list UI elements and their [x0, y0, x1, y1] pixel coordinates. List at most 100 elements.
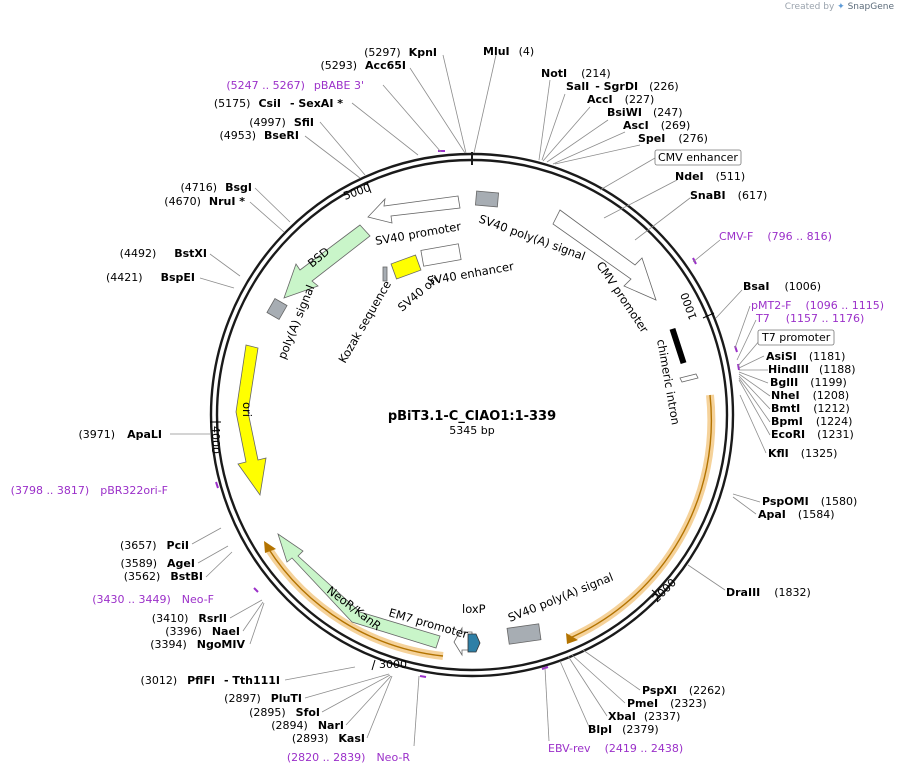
enzyme-hindiii: HindIII(1188)	[768, 363, 856, 376]
enzyme-bstbi: (3562)BstBI	[124, 570, 203, 583]
polya-signal-block	[266, 298, 288, 320]
bsd-arrow	[283, 224, 371, 299]
t7-promoter-box: T7 promoter	[757, 329, 835, 346]
orf-arrowhead-right	[566, 633, 578, 644]
watermark: Created by ✦ SnapGene	[785, 2, 894, 12]
svg-text:3000: 3000	[379, 658, 407, 671]
enzyme-bsiwi: BsiWI(247)	[607, 106, 683, 119]
enzyme-spei: SpeI(276)	[638, 132, 708, 145]
loxp-block	[467, 633, 481, 653]
enzyme-sali: SalI- SgrDI(226)	[566, 80, 679, 93]
orf-arrowhead-left	[264, 541, 276, 553]
enzyme-bsgi: (4716)BsgI	[181, 181, 252, 194]
primer-neof: (3430 .. 3449)Neo-F	[92, 593, 214, 606]
enzyme-pspxi: PspXI(2262)	[642, 684, 725, 697]
t7-promoter-label: T7 promoter	[761, 331, 831, 344]
enzyme-apali: (3971)ApaLI	[79, 428, 163, 441]
leaders-right	[473, 54, 771, 742]
enzyme-asisi: AsiSI(1181)	[766, 350, 845, 363]
sv40-ori-block	[390, 254, 422, 280]
sv40-promoter-arrow	[367, 195, 461, 224]
primer-pbabe: (5247 .. 5267)pBABE 3'	[226, 79, 364, 92]
enzyme-blpi: BlpI(2379)	[588, 723, 659, 736]
enzyme-noti: NotI(214)	[541, 67, 611, 80]
enzyme-pflfi: (3012)PflFI- Tth111I	[141, 674, 280, 687]
enzyme-apai: ApaI(1584)	[758, 508, 834, 521]
sv40-enhancer-block	[420, 243, 462, 267]
neor-arrow	[277, 533, 441, 649]
snapgene-logo-icon: ✦	[837, 2, 845, 12]
enzyme-kpni: (5297)KpnI	[364, 46, 437, 59]
enzyme-pmei: PmeI(2323)	[627, 697, 707, 710]
orf-highlight-right	[568, 394, 716, 642]
enzyme-mlui: MluI(4)	[483, 45, 534, 58]
primer-neor: (2820 .. 2839)Neo-R	[287, 751, 410, 764]
orf-arc-right	[569, 394, 713, 639]
sv40-polya-top-block	[474, 190, 500, 208]
plasmid-name: pBiT3.1-C_CIAO1:1-339	[388, 409, 556, 424]
enzyme-sfii: (4997)SfiI	[249, 116, 314, 129]
enzyme-bsai: BsaI(1006)	[743, 280, 821, 293]
primer-pmt2f: pMT2-F(1096 .. 1115)	[751, 299, 884, 312]
enzyme-pcii: (3657)PciI	[120, 539, 189, 552]
watermark-prefix: Created by	[784, 2, 835, 12]
sv40-polya-bottom-block	[506, 623, 542, 645]
enzyme-bpmi: BpmI(1224)	[771, 415, 852, 428]
enzyme-bseri: (4953)BseRI	[219, 129, 299, 142]
loxp-label: loxP	[462, 602, 486, 616]
enzyme-pluti: (2897)PluTI	[224, 692, 302, 705]
sv40-ori-label: SV40 ori	[395, 272, 441, 314]
cmv-enhancer-label: CMV enhancer	[658, 151, 738, 164]
enzyme-rsrii: (3410)RsrII	[152, 612, 227, 625]
chimeric-intron-block	[669, 327, 687, 365]
watermark-brand: SnapGene	[847, 2, 894, 12]
cmv-enhancer-box: CMV enhancer	[654, 149, 742, 166]
enzyme-xbai: XbaI(2337)	[608, 710, 680, 723]
enzyme-naei: (3396)NaeI	[165, 625, 240, 638]
primer-cmvf: CMV-F(796 .. 816)	[719, 230, 832, 243]
primer-mark-neor	[419, 675, 427, 678]
tick-3000: 3000	[371, 658, 407, 671]
plasmid-size: 5345 bp	[449, 424, 494, 437]
enzyme-snabi: SnaBI(617)	[690, 189, 767, 202]
polya-signal-label: poly(A) signal	[275, 283, 318, 361]
enzyme-bglii: BglII(1199)	[770, 376, 847, 389]
enzyme-asci: AscI(269)	[623, 119, 690, 132]
kozak-block	[382, 266, 388, 282]
primer-mark-neof	[253, 587, 259, 593]
enzyme-ngomiv: (3394)NgoMIV	[150, 638, 245, 651]
svg-text:5000: 5000	[342, 181, 373, 203]
enzyme-kasi: (2893)KasI	[292, 732, 365, 745]
enzyme-bmti: BmtI(1212)	[771, 402, 850, 415]
enzyme-bstxi: (4492)BstXI	[120, 247, 207, 260]
enzyme-nhei: NheI(1208)	[771, 389, 849, 402]
enzyme-kfli: KflI(1325)	[768, 447, 837, 460]
enzyme-acc65i: (5293)Acc65I	[320, 59, 406, 72]
enzyme-ecori: EcoRI(1231)	[771, 428, 854, 441]
sv40-promoter-label: SV40 promoter	[374, 219, 462, 248]
svg-text:4000: 4000	[209, 426, 222, 454]
enzyme-acci: AccI(227)	[587, 93, 654, 106]
enzyme-ndei: NdeI(511)	[675, 170, 745, 183]
tick-5000: 5000	[342, 181, 373, 203]
primer-t7: T7(1157 .. 1176)	[755, 312, 864, 325]
enzyme-csii: (5175)CsiI- SexAI *	[214, 97, 343, 110]
enzyme-nari: (2894)NarI	[271, 719, 344, 732]
kozak-label: Kozak sequence	[335, 278, 394, 365]
orf-arc-left	[267, 547, 444, 657]
enzyme-nrui: (4670)NruI *	[164, 195, 245, 208]
enzyme-bspei: (4421)BspEI	[106, 271, 195, 284]
tick-4000: 4000	[209, 421, 222, 454]
primer-mark-pbr	[215, 481, 219, 489]
sv40-polya-bottom-label: SV40 poly(A) signal	[506, 570, 615, 625]
intron-marker	[679, 373, 699, 383]
primer-mark-t7	[737, 363, 740, 371]
leaders-left	[170, 54, 467, 747]
enzyme-pspomi: PspOMI(1580)	[762, 495, 857, 508]
cmv-promoter-arrow	[552, 209, 657, 301]
enzyme-draiii: DraIII(1832)	[726, 586, 811, 599]
ori-label: ori	[240, 402, 254, 417]
enzyme-agei: (3589)AgeI	[120, 557, 195, 570]
primer-pbr322: (3798 .. 3817)pBR322ori-F	[11, 484, 168, 497]
